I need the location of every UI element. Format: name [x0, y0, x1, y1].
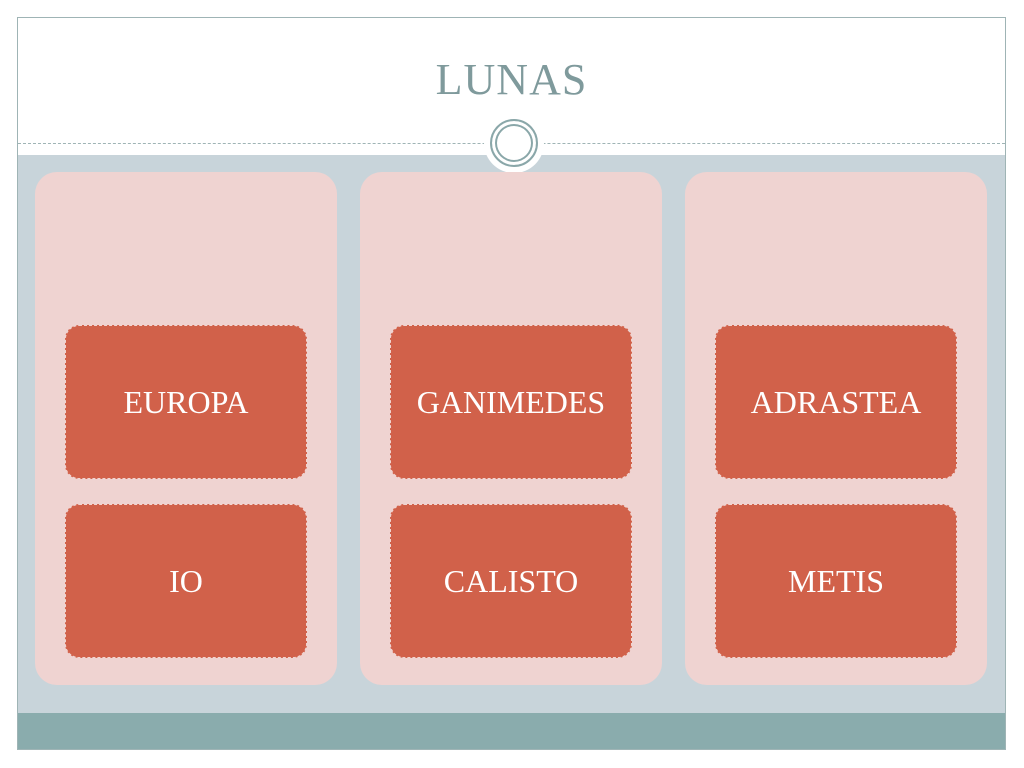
footer-bar: [18, 713, 1005, 749]
moon-card-adrastea: ADRASTEA: [715, 325, 957, 479]
circle-ornament-icon: [484, 113, 544, 173]
moon-card-metis: METIS: [715, 504, 957, 658]
moon-card-io: IO: [65, 504, 307, 658]
moon-column-2: GANIMEDES CALISTO: [360, 172, 662, 685]
slide-title: LUNAS: [435, 55, 588, 104]
moon-card-calisto: CALISTO: [390, 504, 632, 658]
moon-column-3: ADRASTEA METIS: [685, 172, 987, 685]
moon-card-europa: EUROPA: [65, 325, 307, 479]
moon-column-1: EUROPA IO: [35, 172, 337, 685]
slide: LUNAS EUROPA IO GANIMEDES CALISTO ADRAST…: [17, 17, 1006, 750]
moon-card-ganimedes: GANIMEDES: [390, 325, 632, 479]
